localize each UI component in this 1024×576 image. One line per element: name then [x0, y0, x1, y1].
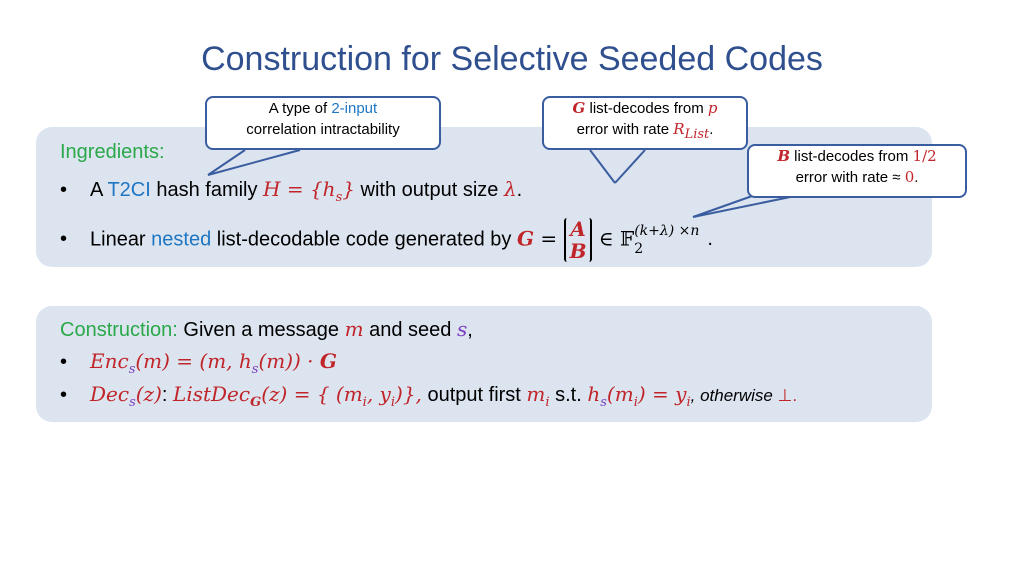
dec-i3: i: [545, 395, 550, 410]
callout3-B: B: [777, 147, 790, 165]
b1-H-close: }: [342, 177, 355, 201]
ingredient-bullet-2: • Linear nested list-decodable code gener…: [60, 218, 713, 262]
matrix-A: A: [570, 217, 586, 241]
bullet-icon: •: [60, 351, 68, 373]
dec-output: output first: [421, 384, 527, 406]
callout3-text: list-decodes from: [790, 148, 913, 165]
b1-post: with output size: [354, 179, 504, 201]
callout3-zero: 0: [904, 168, 915, 186]
dec-name: Dec: [90, 382, 130, 406]
enc-rest2: (m)) ·: [258, 349, 320, 373]
callout2-dot: .: [709, 121, 714, 138]
b1-end: .: [516, 179, 523, 201]
callout2-G: G: [572, 99, 586, 117]
callout1-text: A type of: [268, 100, 332, 117]
dec-comma: , y: [366, 382, 391, 406]
callout1-highlight: 2-input: [331, 100, 378, 117]
b1-lambda: λ: [503, 177, 517, 201]
dec-i4: i: [633, 395, 638, 410]
b2-sup: (k+λ) ×n: [634, 223, 700, 239]
b1-mid: hash family: [150, 179, 264, 201]
ingredient-bullet-1: • A T2CI hash family H = {hs} with output…: [60, 177, 522, 205]
enc-G: G: [319, 349, 337, 373]
page-title: Construction for Selective Seeded Codes: [201, 40, 823, 78]
b1-H: H = {h: [263, 177, 336, 201]
b2-sub: 2: [634, 241, 644, 257]
callout1-pointer: [207, 149, 246, 176]
callout2-p: p: [707, 99, 718, 117]
construction-and-seed: and seed: [363, 319, 457, 341]
b1-t2ci: T2CI: [107, 179, 151, 201]
callout3-frac: 1/2: [912, 147, 937, 165]
callout-b: B list-decodes from 1/2 error with rate …: [747, 144, 967, 198]
b2-in: ∈ 𝔽: [592, 226, 635, 251]
b2-nested: nested: [151, 228, 212, 251]
ingredients-heading: Ingredients:: [60, 141, 165, 163]
b1-H-sub: s: [335, 190, 343, 205]
callout2-R-sub: List: [684, 127, 710, 142]
dec-colon: :: [161, 384, 174, 406]
construction-intro: Given a message: [177, 319, 345, 341]
b2-mid: list-decodable code generated by: [211, 228, 517, 251]
construction-dec: •Decs(z): ListDecG(z) = { (mi, yi)}, out…: [60, 382, 797, 410]
callout3-dot: .: [914, 169, 919, 186]
construction-comma: ,: [467, 319, 473, 341]
construction-enc: •Encs(m) = (m, hs(m)) · G: [60, 349, 337, 377]
callout-t2ci: A type of 2-input correlation intractabi…: [205, 96, 441, 150]
callout1-line2: correlation intractability: [246, 121, 400, 138]
enc-name: Enc: [90, 349, 129, 373]
dec-h: h: [587, 382, 601, 406]
dec-close: )},: [395, 382, 422, 406]
dec-i1: i: [362, 395, 367, 410]
enc-rest: (m) = (m, h: [135, 349, 252, 373]
dec-s: s: [129, 395, 136, 410]
dec-mi: m: [526, 382, 546, 406]
callout-g: G list-decodes from p error with rate RL…: [542, 96, 748, 150]
dec-G: G: [250, 395, 262, 410]
dec-s3: s: [600, 395, 607, 410]
callout3-pointer: [692, 194, 756, 218]
callout2-line2: error with rate: [576, 121, 674, 138]
b1-pre: A: [90, 179, 108, 201]
b2-G: G: [516, 226, 535, 251]
dec-hm: (m: [606, 382, 634, 406]
callout2-pointer: [589, 149, 616, 184]
construction-s: s: [456, 317, 468, 341]
bullet-icon: •: [60, 179, 68, 201]
bullet-icon: •: [60, 228, 68, 251]
b2-end: .: [707, 228, 713, 251]
callout3-line2: error with rate ≈: [795, 169, 905, 186]
construction-m: m: [344, 317, 364, 341]
field-exponents: (k+λ) ×n 2: [634, 222, 699, 258]
dec-otherwise: , otherwise: [690, 386, 773, 405]
dec-z: (z): [135, 382, 162, 406]
callout2-R: R: [673, 120, 685, 138]
construction-box: [36, 306, 932, 422]
construction-heading: Construction:: [60, 319, 178, 341]
dec-rest: (z) = { (m: [261, 382, 363, 406]
bullet-icon: •: [60, 384, 68, 406]
dec-st: s.t.: [549, 384, 588, 406]
dec-i2: i: [390, 395, 396, 410]
matrix-B: B: [569, 239, 587, 263]
callout2-text: list-decodes from: [585, 100, 708, 117]
dec-i5: i: [686, 395, 691, 410]
b2-pre: Linear: [90, 228, 152, 251]
construction-heading-line: Construction: Given a message m and seed…: [60, 317, 473, 342]
dec-bot: ⊥.: [772, 386, 798, 405]
enc-s2: s: [251, 362, 259, 377]
dec-eqy: ) = y: [637, 382, 687, 406]
b2-eq: =: [534, 226, 564, 251]
enc-s: s: [128, 362, 136, 377]
dec-listdec: ListDec: [173, 382, 251, 406]
